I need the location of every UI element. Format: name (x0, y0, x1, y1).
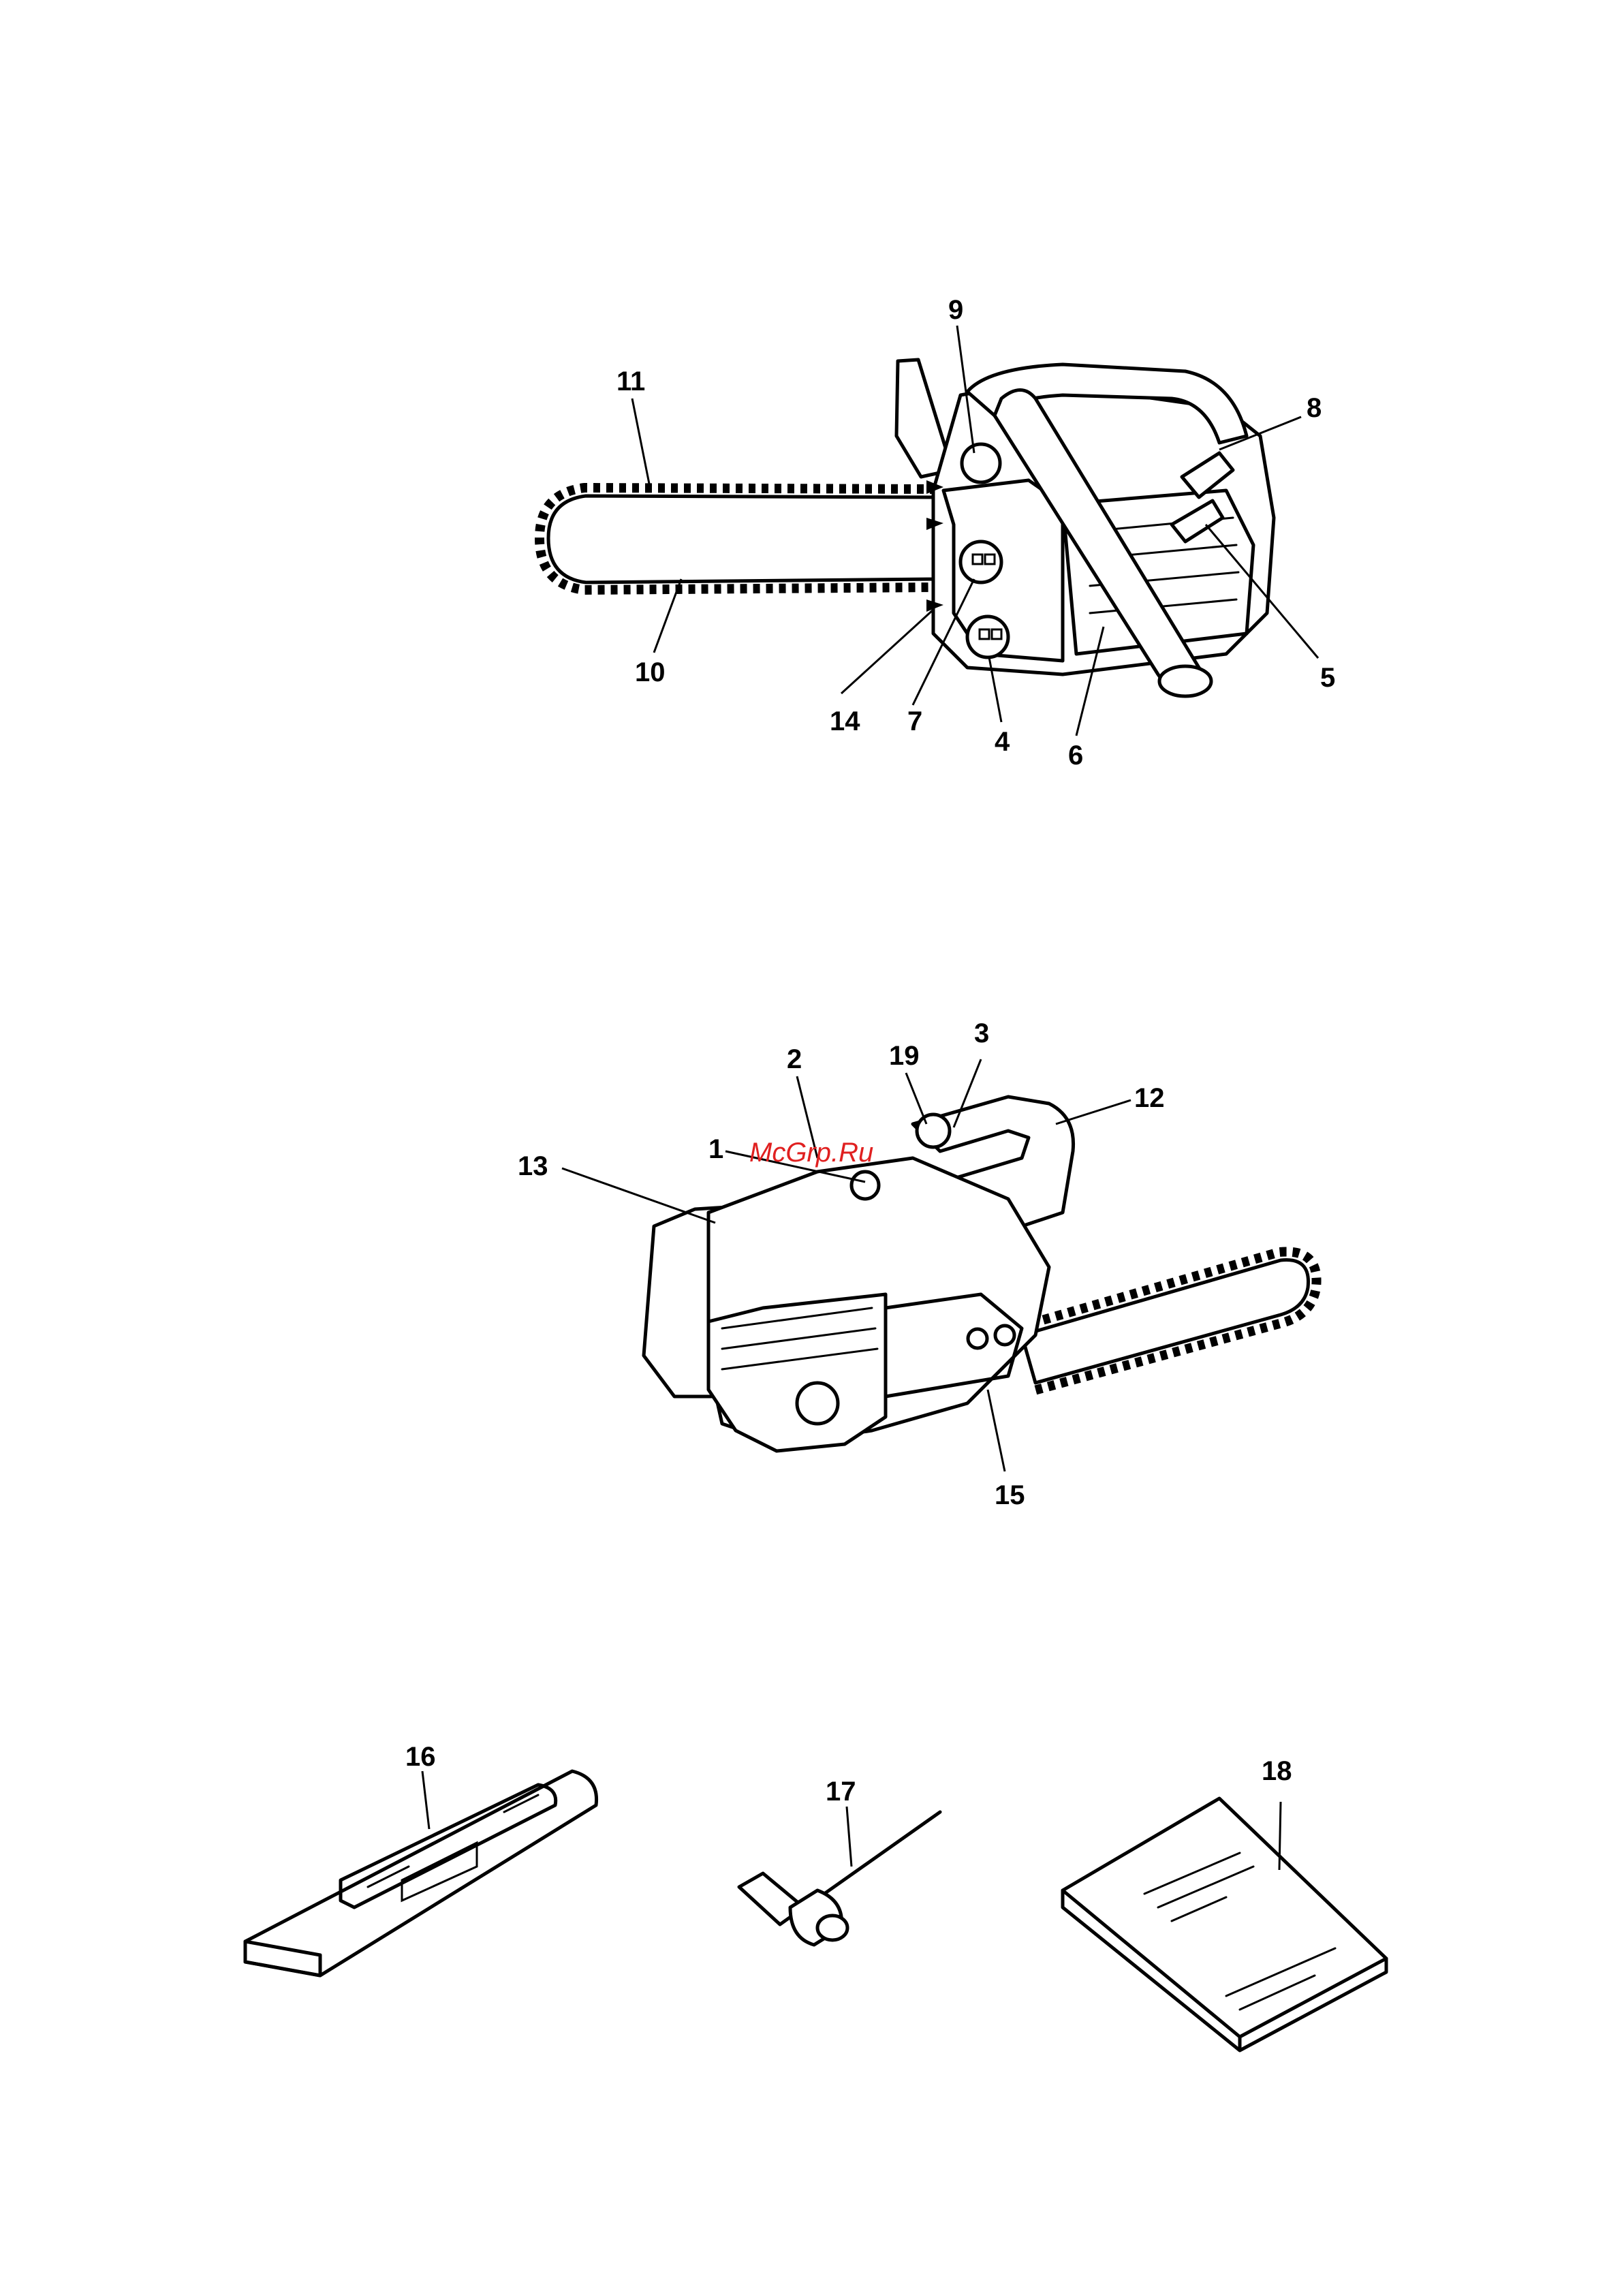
accessories: 16 17 18 (245, 1742, 1386, 2050)
label-16: 16 (405, 1742, 436, 1772)
label-10: 10 (635, 657, 666, 687)
label-2: 2 (787, 1044, 802, 1074)
label-13: 13 (518, 1151, 548, 1181)
label-9: 9 (948, 295, 963, 325)
label-19: 19 (889, 1041, 920, 1071)
label-14: 14 (830, 706, 860, 736)
label-5: 5 (1320, 663, 1335, 693)
starter-hub (797, 1383, 838, 1424)
label-12: 12 (1134, 1083, 1165, 1113)
label-3: 3 (974, 1018, 989, 1048)
oil-cap (852, 1172, 879, 1199)
label-7: 7 (907, 706, 922, 736)
label-15: 15 (995, 1480, 1025, 1510)
instruction-manual (1063, 1798, 1386, 2050)
fuel-cap (917, 1114, 950, 1147)
guide-bar (548, 496, 937, 582)
guide-bar-rear (1022, 1260, 1309, 1384)
bar-cover (245, 1771, 597, 1976)
combination-wrench (739, 1812, 940, 1945)
label-18: 18 (1262, 1756, 1292, 1786)
label-8: 8 (1307, 393, 1322, 423)
chainsaw-rear-view: McGrp.Ru 2 19 3 12 13 1 15 (518, 1018, 1317, 1510)
label-17: 17 (826, 1777, 856, 1807)
label-11: 11 (616, 366, 645, 396)
label-4: 4 (995, 727, 1010, 757)
label-6: 6 (1068, 740, 1083, 770)
chain-brake-knob (962, 444, 1000, 482)
watermark: McGrp.Ru (749, 1138, 873, 1168)
chainsaw-side-view: 9 11 8 10 5 14 7 4 6 (540, 295, 1335, 770)
label-1: 1 (708, 1134, 723, 1164)
